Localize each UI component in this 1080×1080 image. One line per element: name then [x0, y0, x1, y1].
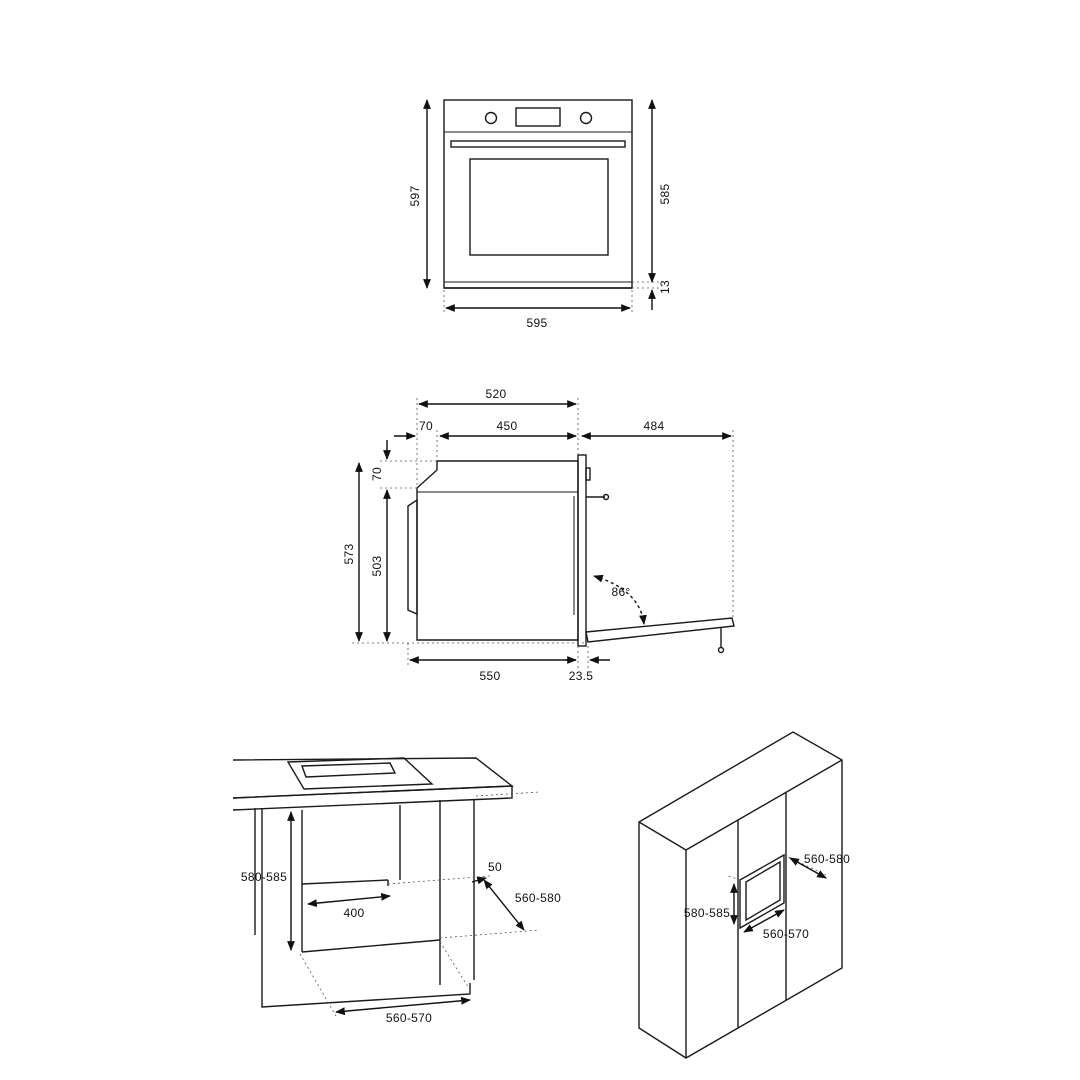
column-niche: [739, 853, 785, 930]
control-display: [515, 107, 561, 127]
open-door: [585, 617, 735, 643]
label-door-open: 484: [644, 419, 665, 433]
door-window: [469, 158, 609, 256]
label-niche-depth: 560-580: [515, 891, 561, 905]
oven-front-body: [443, 99, 633, 289]
label-door-thickness: 23.5: [569, 669, 594, 683]
label-niche-height: 580-585: [241, 870, 287, 884]
side-view: 520 70 450 484 70 573 503 86° 550 23.5: [342, 387, 735, 683]
door-angle-arc: [593, 574, 647, 625]
door-handle: [450, 140, 626, 148]
label-body-depth: 550: [480, 669, 501, 683]
dim-line-col-niche-width: [743, 909, 785, 933]
label-inner-height: 585: [658, 184, 672, 205]
dim-line-vent-depth: [471, 876, 487, 885]
hob-cutout: [286, 757, 434, 790]
cabinet-left-wall: [261, 808, 471, 1008]
dim-line-niche-depth: [483, 879, 525, 931]
label-total-height: 573: [342, 544, 356, 565]
column-install: 560-580 580-585 560-570: [638, 731, 850, 1059]
front-view: 597 585 13 595: [408, 99, 672, 330]
label-col-niche-depth: 560-580: [804, 852, 850, 866]
label-depth-total: 520: [486, 387, 507, 401]
dim-line-niche-width: [335, 996, 471, 1016]
label-top-offset: 70: [419, 419, 433, 433]
label-height: 597: [408, 186, 422, 207]
dim-line-vent-width: [307, 892, 391, 908]
label-col-niche-width: 560-570: [763, 927, 809, 941]
label-vent-width: 400: [344, 906, 365, 920]
label-col-niche-height: 580-585: [684, 906, 730, 920]
label-body-height: 503: [370, 556, 384, 577]
label-top-step: 70: [370, 467, 384, 481]
label-width: 595: [527, 316, 548, 330]
knob-right: [579, 111, 593, 125]
column-cabinet: [638, 731, 843, 1059]
label-niche-width: 560-570: [386, 1011, 432, 1025]
dim-line-col-niche-depth: [789, 857, 827, 879]
label-door-angle: 86°: [611, 585, 630, 599]
label-vent-depth: 50: [488, 860, 502, 874]
oven-side-body: [416, 460, 579, 641]
label-bottom-gap: 13: [658, 280, 672, 294]
label-inner-depth: 450: [497, 419, 518, 433]
knob-left: [484, 111, 498, 125]
under-counter-install: 580-585 50 560-580 400 560-570: [232, 757, 561, 1025]
